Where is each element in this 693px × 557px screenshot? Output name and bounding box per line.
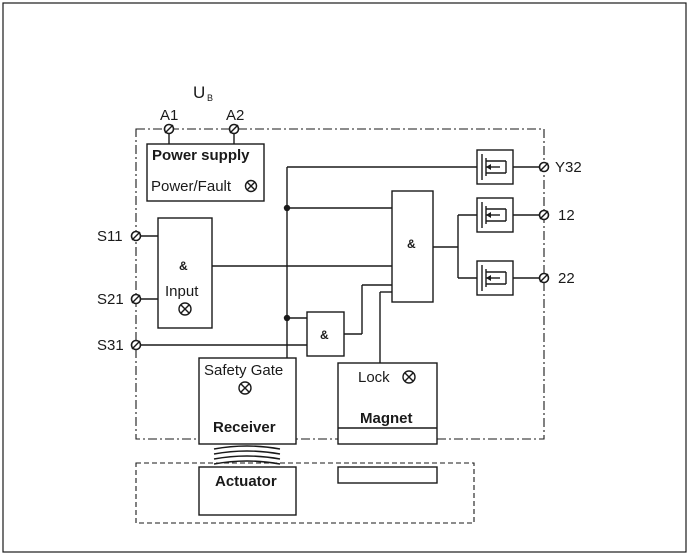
power-fault-label: Power/Fault	[151, 178, 232, 195]
output-switch-y32-icon	[476, 149, 544, 185]
actuator-block	[198, 466, 297, 516]
output-switch-12-icon	[476, 197, 544, 233]
coupling-field-icon	[213, 445, 281, 465]
armature-plate	[337, 466, 438, 484]
magnet-label: Magnet	[360, 410, 413, 427]
terminal-s11-label: S11	[97, 228, 123, 245]
main-and-block	[391, 190, 434, 303]
safety-gate-indicator-icon	[238, 381, 252, 395]
lock-label: Lock	[358, 369, 390, 386]
terminal-s21-label: S21	[97, 291, 124, 308]
terminal-s21-icon	[130, 293, 142, 305]
terminal-a1-icon	[163, 123, 175, 135]
terminal-s31-icon	[130, 339, 142, 351]
safety-gate-label: Safety Gate	[204, 362, 283, 379]
safety-and-symbol: &	[320, 328, 329, 342]
junction-dot	[283, 314, 291, 322]
terminal-12-label: 12	[558, 207, 575, 224]
receiver-label: Receiver	[213, 419, 276, 436]
junction-dot	[283, 204, 291, 212]
supply-voltage-label: U	[193, 83, 205, 102]
supply-voltage-subscript: B	[207, 93, 213, 103]
terminal-a2-label: A2	[226, 107, 244, 124]
terminal-y32-label: Y32	[555, 159, 582, 176]
input-indicator-icon	[178, 302, 192, 316]
terminal-a1-label: A1	[160, 107, 178, 124]
actuator-label: Actuator	[215, 473, 277, 490]
safety-and-block	[306, 311, 345, 357]
input-and-symbol: &	[179, 259, 188, 273]
terminal-y32-icon	[538, 161, 550, 173]
power-supply-title: Power supply	[152, 147, 250, 164]
lock-indicator-icon	[402, 370, 416, 384]
terminal-22-icon	[538, 272, 550, 284]
main-and-symbol: &	[407, 237, 416, 251]
terminal-s11-icon	[130, 230, 142, 242]
power-supply-block	[146, 143, 265, 202]
actuator-enclosure	[135, 462, 475, 524]
output-switch-22-icon	[476, 260, 544, 296]
magnet-block	[337, 362, 438, 445]
terminal-12-icon	[538, 209, 550, 221]
receiver-block	[198, 357, 297, 445]
terminal-22-label: 22	[558, 270, 575, 287]
terminal-a2-icon	[228, 123, 240, 135]
power-fault-indicator-icon	[244, 179, 258, 193]
outer-frame	[2, 2, 687, 553]
input-label: Input	[165, 283, 199, 300]
input-and-block	[157, 217, 213, 329]
terminal-s31-label: S31	[97, 337, 124, 354]
